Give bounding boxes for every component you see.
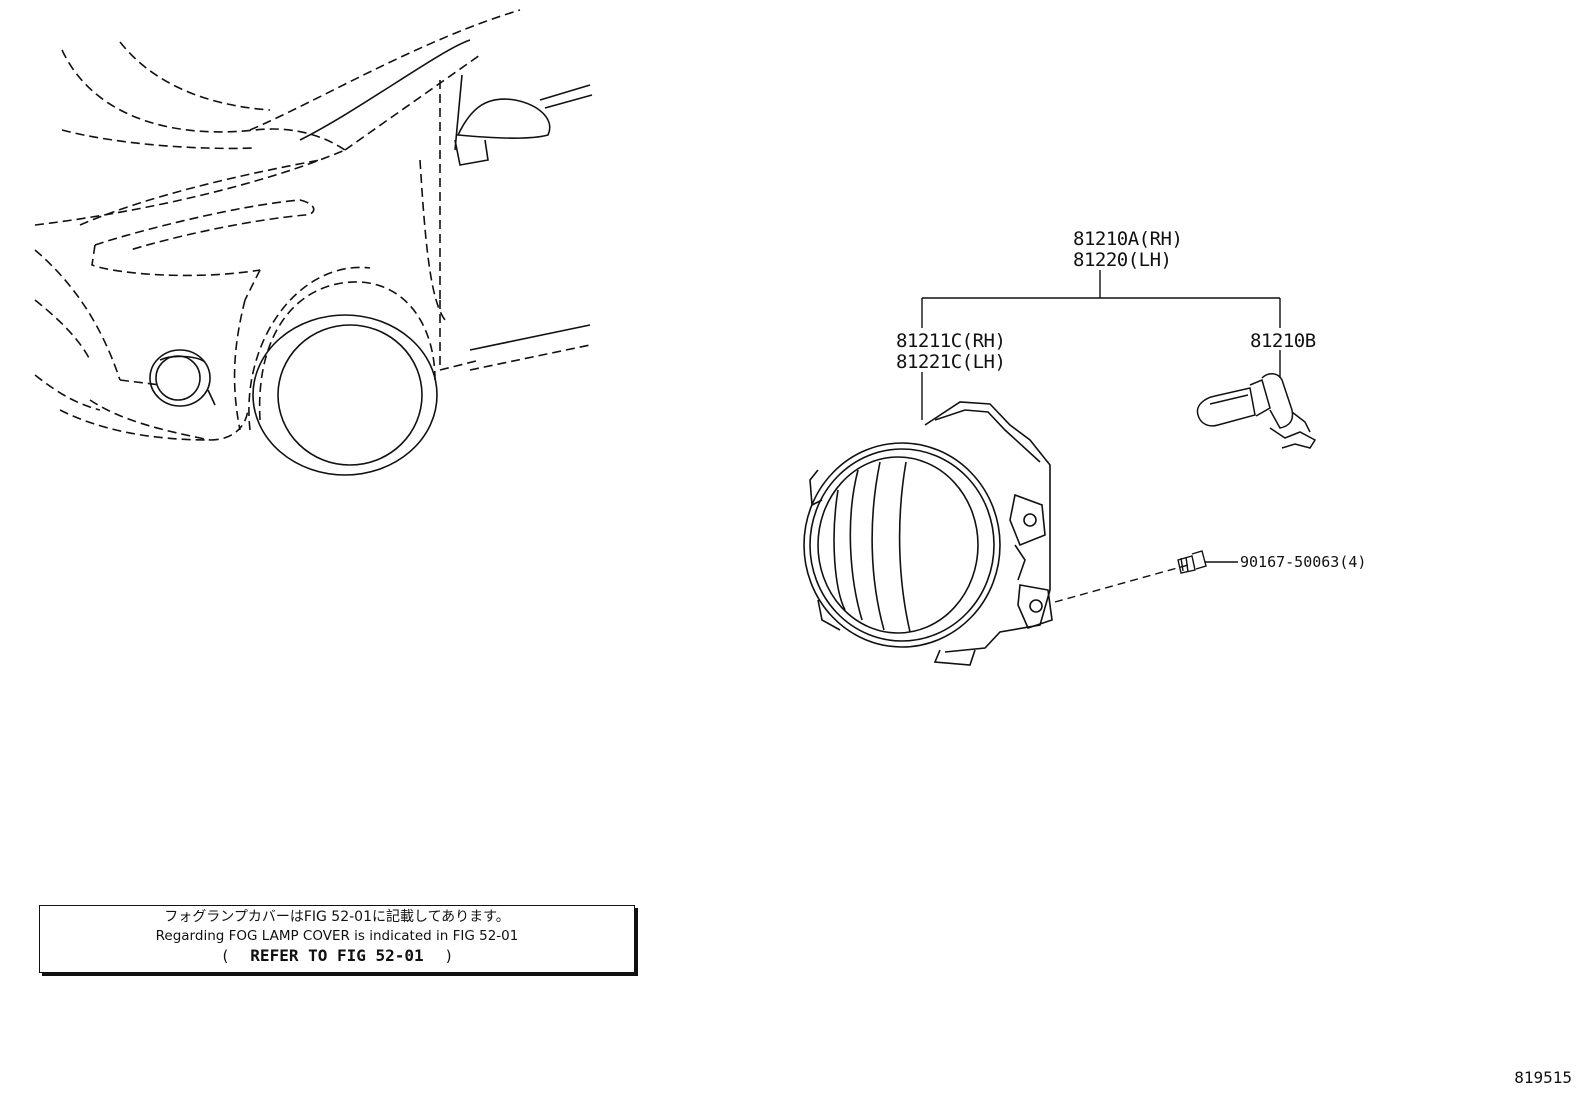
housing-lh-label: 81221C(LH) xyxy=(896,351,1006,373)
figure-id: 819515 xyxy=(1514,1068,1572,1087)
fog-lamp-housing xyxy=(803,401,1053,666)
screw-label: 90167-50063(4) xyxy=(1240,553,1367,571)
assembly-lh-label: 81220(LH) xyxy=(1073,249,1172,271)
refer-link[interactable]: REFER TO FIG 52-01 xyxy=(250,946,424,965)
note-refer: ( REFER TO FIG 52-01) xyxy=(40,946,634,966)
bulb-label: 81210B xyxy=(1250,330,1316,352)
refer-close-paren: ) xyxy=(445,947,452,965)
fog-lamp-bulb xyxy=(1196,373,1317,449)
housing-rh-label: 81211C(RH) xyxy=(896,330,1006,352)
screw xyxy=(1177,550,1207,574)
note-english: Regarding FOG LAMP COVER is indicated in… xyxy=(155,928,519,944)
reference-note: フォグランプカバーはFIG 52-01に記載してあります。 Regarding … xyxy=(39,905,635,973)
note-japanese: フォグランプカバーはFIG 52-01に記載してあります。 xyxy=(164,909,510,925)
assembly-rh-label: 81210A(RH) xyxy=(1073,228,1183,250)
refer-open-paren: ( xyxy=(222,947,229,965)
vehicle-illustration xyxy=(34,9,593,476)
leader-lines xyxy=(921,270,1281,603)
